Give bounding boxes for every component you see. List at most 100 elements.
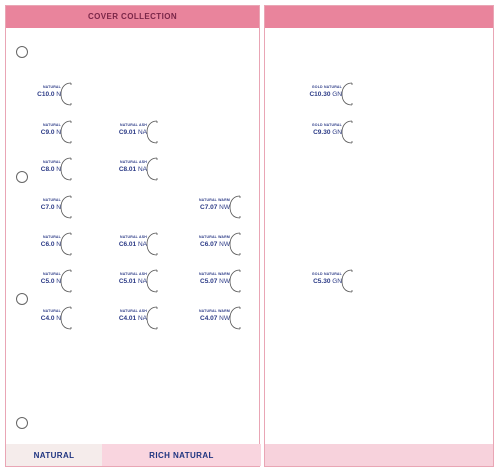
shade-swatch[interactable]: NATURAL C10.0 N xyxy=(8,81,78,107)
hair-sample-outline-icon xyxy=(146,306,158,330)
shade-suffix: N xyxy=(56,241,61,248)
shade-suffix: N xyxy=(56,315,61,322)
shade-family-label: NATURAL xyxy=(42,123,61,127)
hair-sample-outline-icon xyxy=(146,157,158,181)
shade-code: C6.0 N xyxy=(40,241,61,248)
footer-bar-right xyxy=(265,444,493,466)
shade-code: C4.0 N xyxy=(40,315,61,322)
shade-code: C5.07 NW xyxy=(200,278,230,285)
shade-family-label: NATURAL ASH xyxy=(119,235,147,239)
hair-sample-outline-icon xyxy=(60,195,72,219)
shade-family-label: NATURAL ASH xyxy=(119,123,147,127)
page-title: COVER COLLECTION xyxy=(87,12,178,21)
shade-suffix: NA xyxy=(137,129,147,136)
shade-code: C9.01 NA xyxy=(118,129,147,136)
shade-suffix: NA xyxy=(137,166,147,173)
hair-sample-outline-icon xyxy=(146,232,158,256)
shade-family-label: NATURAL WARM xyxy=(198,235,230,239)
shade-code: C4.01 NA xyxy=(118,315,147,322)
shade-suffix: N xyxy=(56,129,61,136)
shade-suffix: NA xyxy=(137,278,147,285)
hair-sample-outline-icon xyxy=(60,232,72,256)
shade-code: C5.0 N xyxy=(40,278,61,285)
shade-swatch[interactable]: NATURAL WARM C5.07 NW xyxy=(177,268,247,294)
shade-suffix: NA xyxy=(137,315,147,322)
shade-swatch[interactable]: NATURAL ASH C8.01 NA xyxy=(94,156,164,182)
header-bar: COVER COLLECTION xyxy=(6,6,259,28)
shade-suffix: NW xyxy=(219,204,230,211)
shade-swatch[interactable]: NATURAL WARM C7.07 NW xyxy=(177,194,247,220)
shade-swatch[interactable]: NATURAL C7.0 N xyxy=(8,194,78,220)
hair-sample-outline-icon xyxy=(60,157,72,181)
shade-swatch[interactable]: NATURAL C5.0 N xyxy=(8,268,78,294)
left-page: COVER COLLECTION NATURAL RICH NATURAL NA… xyxy=(5,5,261,467)
hair-sample-outline-icon xyxy=(229,232,241,256)
shade-code: C10.0 N xyxy=(37,91,61,98)
shade-family-label: NATURAL xyxy=(42,160,61,164)
shade-swatch[interactable]: NATURAL ASH C6.01 NA xyxy=(94,231,164,257)
shade-code: C6.07 NW xyxy=(200,241,230,248)
hair-sample-outline-icon xyxy=(229,195,241,219)
shade-family-label: NATURAL ASH xyxy=(119,272,147,276)
shade-suffix: NW xyxy=(219,278,230,285)
shade-family-label: NATURAL xyxy=(42,198,61,202)
shade-family-label: NATURAL WARM xyxy=(198,198,230,202)
shade-code: C8.01 NA xyxy=(118,166,147,173)
shade-family-label: NATURAL ASH xyxy=(119,309,147,313)
hair-sample-outline-icon xyxy=(60,306,72,330)
hair-sample-outline-icon xyxy=(229,306,241,330)
shade-swatch[interactable]: NATURAL C4.0 N xyxy=(8,305,78,331)
shade-swatch[interactable]: NATURAL WARM C4.07 NW xyxy=(177,305,247,331)
shade-family-label: NATURAL WARM xyxy=(198,272,230,276)
shade-swatch[interactable]: NATURAL C6.0 N xyxy=(8,231,78,257)
hair-sample-outline-icon xyxy=(341,82,353,106)
hair-sample-outline-icon xyxy=(60,269,72,293)
shade-family-label: NATURAL WARM xyxy=(198,309,230,313)
shade-swatch[interactable]: NATURAL C8.0 N xyxy=(8,156,78,182)
binder-hole xyxy=(16,171,28,183)
shade-code: C5.30 GN xyxy=(313,278,342,285)
binder-hole xyxy=(16,417,28,429)
tab-natural[interactable]: NATURAL xyxy=(6,444,102,466)
shade-swatch[interactable]: GOLD NATURAL C5.30 GN xyxy=(289,268,359,294)
shade-code: C7.07 NW xyxy=(200,204,230,211)
shade-suffix: N xyxy=(56,204,61,211)
hair-sample-outline-icon xyxy=(146,269,158,293)
shade-family-label: NATURAL xyxy=(42,272,61,276)
hair-sample-outline-icon xyxy=(341,269,353,293)
shade-code: C8.0 N xyxy=(40,166,61,173)
shade-code: C6.01 NA xyxy=(118,241,147,248)
tab-rich-natural[interactable]: RICH NATURAL xyxy=(102,444,261,466)
shade-family-label: NATURAL ASH xyxy=(119,160,147,164)
binder-hole xyxy=(16,293,28,305)
shade-suffix: N xyxy=(56,278,61,285)
footer-bar: NATURAL RICH NATURAL xyxy=(6,444,261,466)
shade-code: C9.0 N xyxy=(40,129,61,136)
shade-swatch[interactable]: NATURAL ASH C9.01 NA xyxy=(94,119,164,145)
shade-swatch[interactable]: NATURAL ASH C4.01 NA xyxy=(94,305,164,331)
shade-swatch[interactable]: NATURAL C9.0 N xyxy=(8,119,78,145)
shade-family-label: GOLD NATURAL xyxy=(311,85,342,89)
shade-family-label: GOLD NATURAL xyxy=(311,272,342,276)
shade-swatch[interactable]: NATURAL WARM C6.07 NW xyxy=(177,231,247,257)
shade-swatch[interactable]: NATURAL ASH C5.01 NA xyxy=(94,268,164,294)
binder-hole xyxy=(16,46,28,58)
shade-suffix: GN xyxy=(332,278,342,285)
shade-family-label: NATURAL xyxy=(42,235,61,239)
shade-code: C7.0 N xyxy=(40,204,61,211)
hair-sample-outline-icon xyxy=(60,82,72,106)
shade-code: C4.07 NW xyxy=(200,315,230,322)
hair-sample-outline-icon xyxy=(229,269,241,293)
shade-family-label: NATURAL xyxy=(42,85,61,89)
hair-sample-outline-icon xyxy=(341,120,353,144)
header-bar-right xyxy=(265,6,493,28)
shade-code: C5.01 NA xyxy=(118,278,147,285)
shade-suffix: N xyxy=(56,166,61,173)
hair-sample-outline-icon xyxy=(146,120,158,144)
shade-code: C9.30 GN xyxy=(313,129,342,136)
shade-suffix: GN xyxy=(332,91,342,98)
shade-family-label: NATURAL xyxy=(42,309,61,313)
